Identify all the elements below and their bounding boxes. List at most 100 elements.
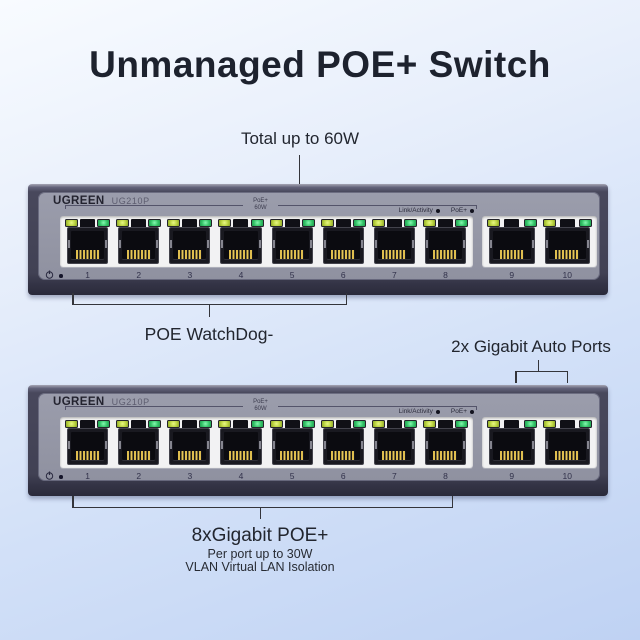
port-number-label: 9: [509, 270, 515, 280]
port-led-bar: [487, 420, 537, 429]
jack-latch-icon: [170, 240, 173, 248]
jack-latch-icon: [68, 240, 70, 248]
rj45-pins-icon: [331, 451, 356, 460]
poe-led-icon: [301, 420, 315, 428]
rj45-jack-icon: [489, 227, 535, 264]
port-number-label: 2: [136, 471, 142, 481]
link-led-icon: [422, 219, 436, 227]
port-tab-icon: [131, 420, 147, 429]
jack-latch-icon: [411, 441, 414, 449]
rj45-pins-icon: [126, 451, 151, 460]
rj45-port: [371, 420, 417, 465]
rj45-pins-icon: [499, 451, 524, 460]
rj45-jack-icon: [373, 428, 415, 465]
poe-led-icon: [148, 219, 162, 227]
rj45-port: [269, 420, 315, 465]
bracket-watchdog-stem: [208, 305, 210, 317]
rj45-pins-icon: [382, 451, 407, 460]
port-tab-icon: [437, 219, 453, 228]
link-led-icon: [218, 219, 232, 227]
link-led-icon: [320, 219, 334, 227]
rj45-jack-icon: [322, 428, 364, 465]
rj45-jack-icon: [271, 227, 313, 264]
jack-latch-icon: [360, 240, 363, 248]
jack-latch-icon: [587, 240, 589, 248]
poe-led-icon: [403, 219, 417, 227]
port-tab-icon: [80, 420, 96, 429]
jack-latch-icon: [258, 240, 261, 248]
port-led-bar: [320, 420, 366, 429]
port-number-label: 10: [562, 471, 572, 481]
jack-latch-icon: [207, 441, 210, 449]
jack-latch-icon: [425, 441, 428, 449]
rj45-jack-icon: [220, 428, 262, 465]
rj45-pins-icon: [126, 250, 151, 259]
rj45-jack-icon: [67, 227, 109, 264]
port-number-label: 7: [391, 471, 397, 481]
rj45-port: [167, 219, 213, 264]
rj45-pins-icon: [75, 250, 100, 259]
port-led-bar: [269, 219, 315, 228]
bracket-watchdog-left: [72, 293, 74, 305]
link-led-icon: [542, 420, 556, 428]
port-number-label: 8: [443, 471, 448, 481]
port-led-bar: [371, 219, 417, 228]
power-icon: [45, 471, 54, 480]
annotation-poe-watchdog: POE WatchDog-: [144, 324, 274, 344]
port-number-label: 4: [238, 471, 244, 481]
poe-led-icon: [455, 420, 468, 428]
annotation-poe-ports-sub1: Per port up to 30W: [207, 547, 313, 561]
port-tab-icon: [504, 219, 520, 228]
jack-latch-icon: [374, 240, 377, 248]
link-led-icon: [269, 219, 283, 227]
port-led-bar: [65, 420, 111, 429]
poe-led-icon: [579, 420, 592, 428]
poe-budget-line-right: [278, 205, 477, 209]
port-number-label: 8: [443, 270, 448, 280]
led-legend: Link/Activity PoE+: [399, 408, 474, 415]
rj45-jack-icon: [424, 428, 466, 465]
rj45-pins-icon: [331, 250, 356, 259]
port-led-bar: [218, 420, 264, 429]
port-number-label: 2: [136, 270, 142, 280]
rj45-port: [487, 420, 537, 465]
port-tab-icon: [233, 219, 249, 228]
rj45-pins-icon: [433, 451, 458, 460]
bracket-watchdog-bar: [72, 303, 347, 305]
jack-latch-icon: [119, 441, 122, 449]
jack-latch-icon: [258, 441, 261, 449]
port-tab-icon: [182, 420, 198, 429]
port-tab-icon: [131, 219, 147, 228]
poe-led-icon: [523, 420, 537, 428]
rj45-port: [487, 219, 537, 264]
rj45-jack-icon: [424, 227, 466, 264]
jack-latch-icon: [463, 441, 465, 449]
led-legend: Link/Activity PoE+: [399, 207, 474, 214]
rj45-port: [218, 219, 264, 264]
jack-latch-icon: [105, 240, 108, 248]
port-number-label: 1: [85, 270, 90, 280]
jack-latch-icon: [531, 441, 534, 449]
rj45-port: [116, 219, 162, 264]
link-led-icon: [65, 219, 78, 227]
rj45-jack-icon: [118, 227, 160, 264]
jack-latch-icon: [360, 441, 363, 449]
rj45-port: [65, 219, 111, 264]
rj45-port: [218, 420, 264, 465]
jack-latch-icon: [119, 240, 122, 248]
rj45-port: [167, 420, 213, 465]
jack-latch-icon: [309, 441, 312, 449]
port-led-bar: [320, 219, 366, 228]
rj45-pins-icon: [280, 451, 305, 460]
bracket-uplink-stem: [537, 360, 539, 371]
jack-latch-icon: [207, 240, 210, 248]
poe-led-icon: [148, 420, 162, 428]
link-led-icon: [371, 219, 385, 227]
jack-latch-icon: [490, 441, 492, 449]
